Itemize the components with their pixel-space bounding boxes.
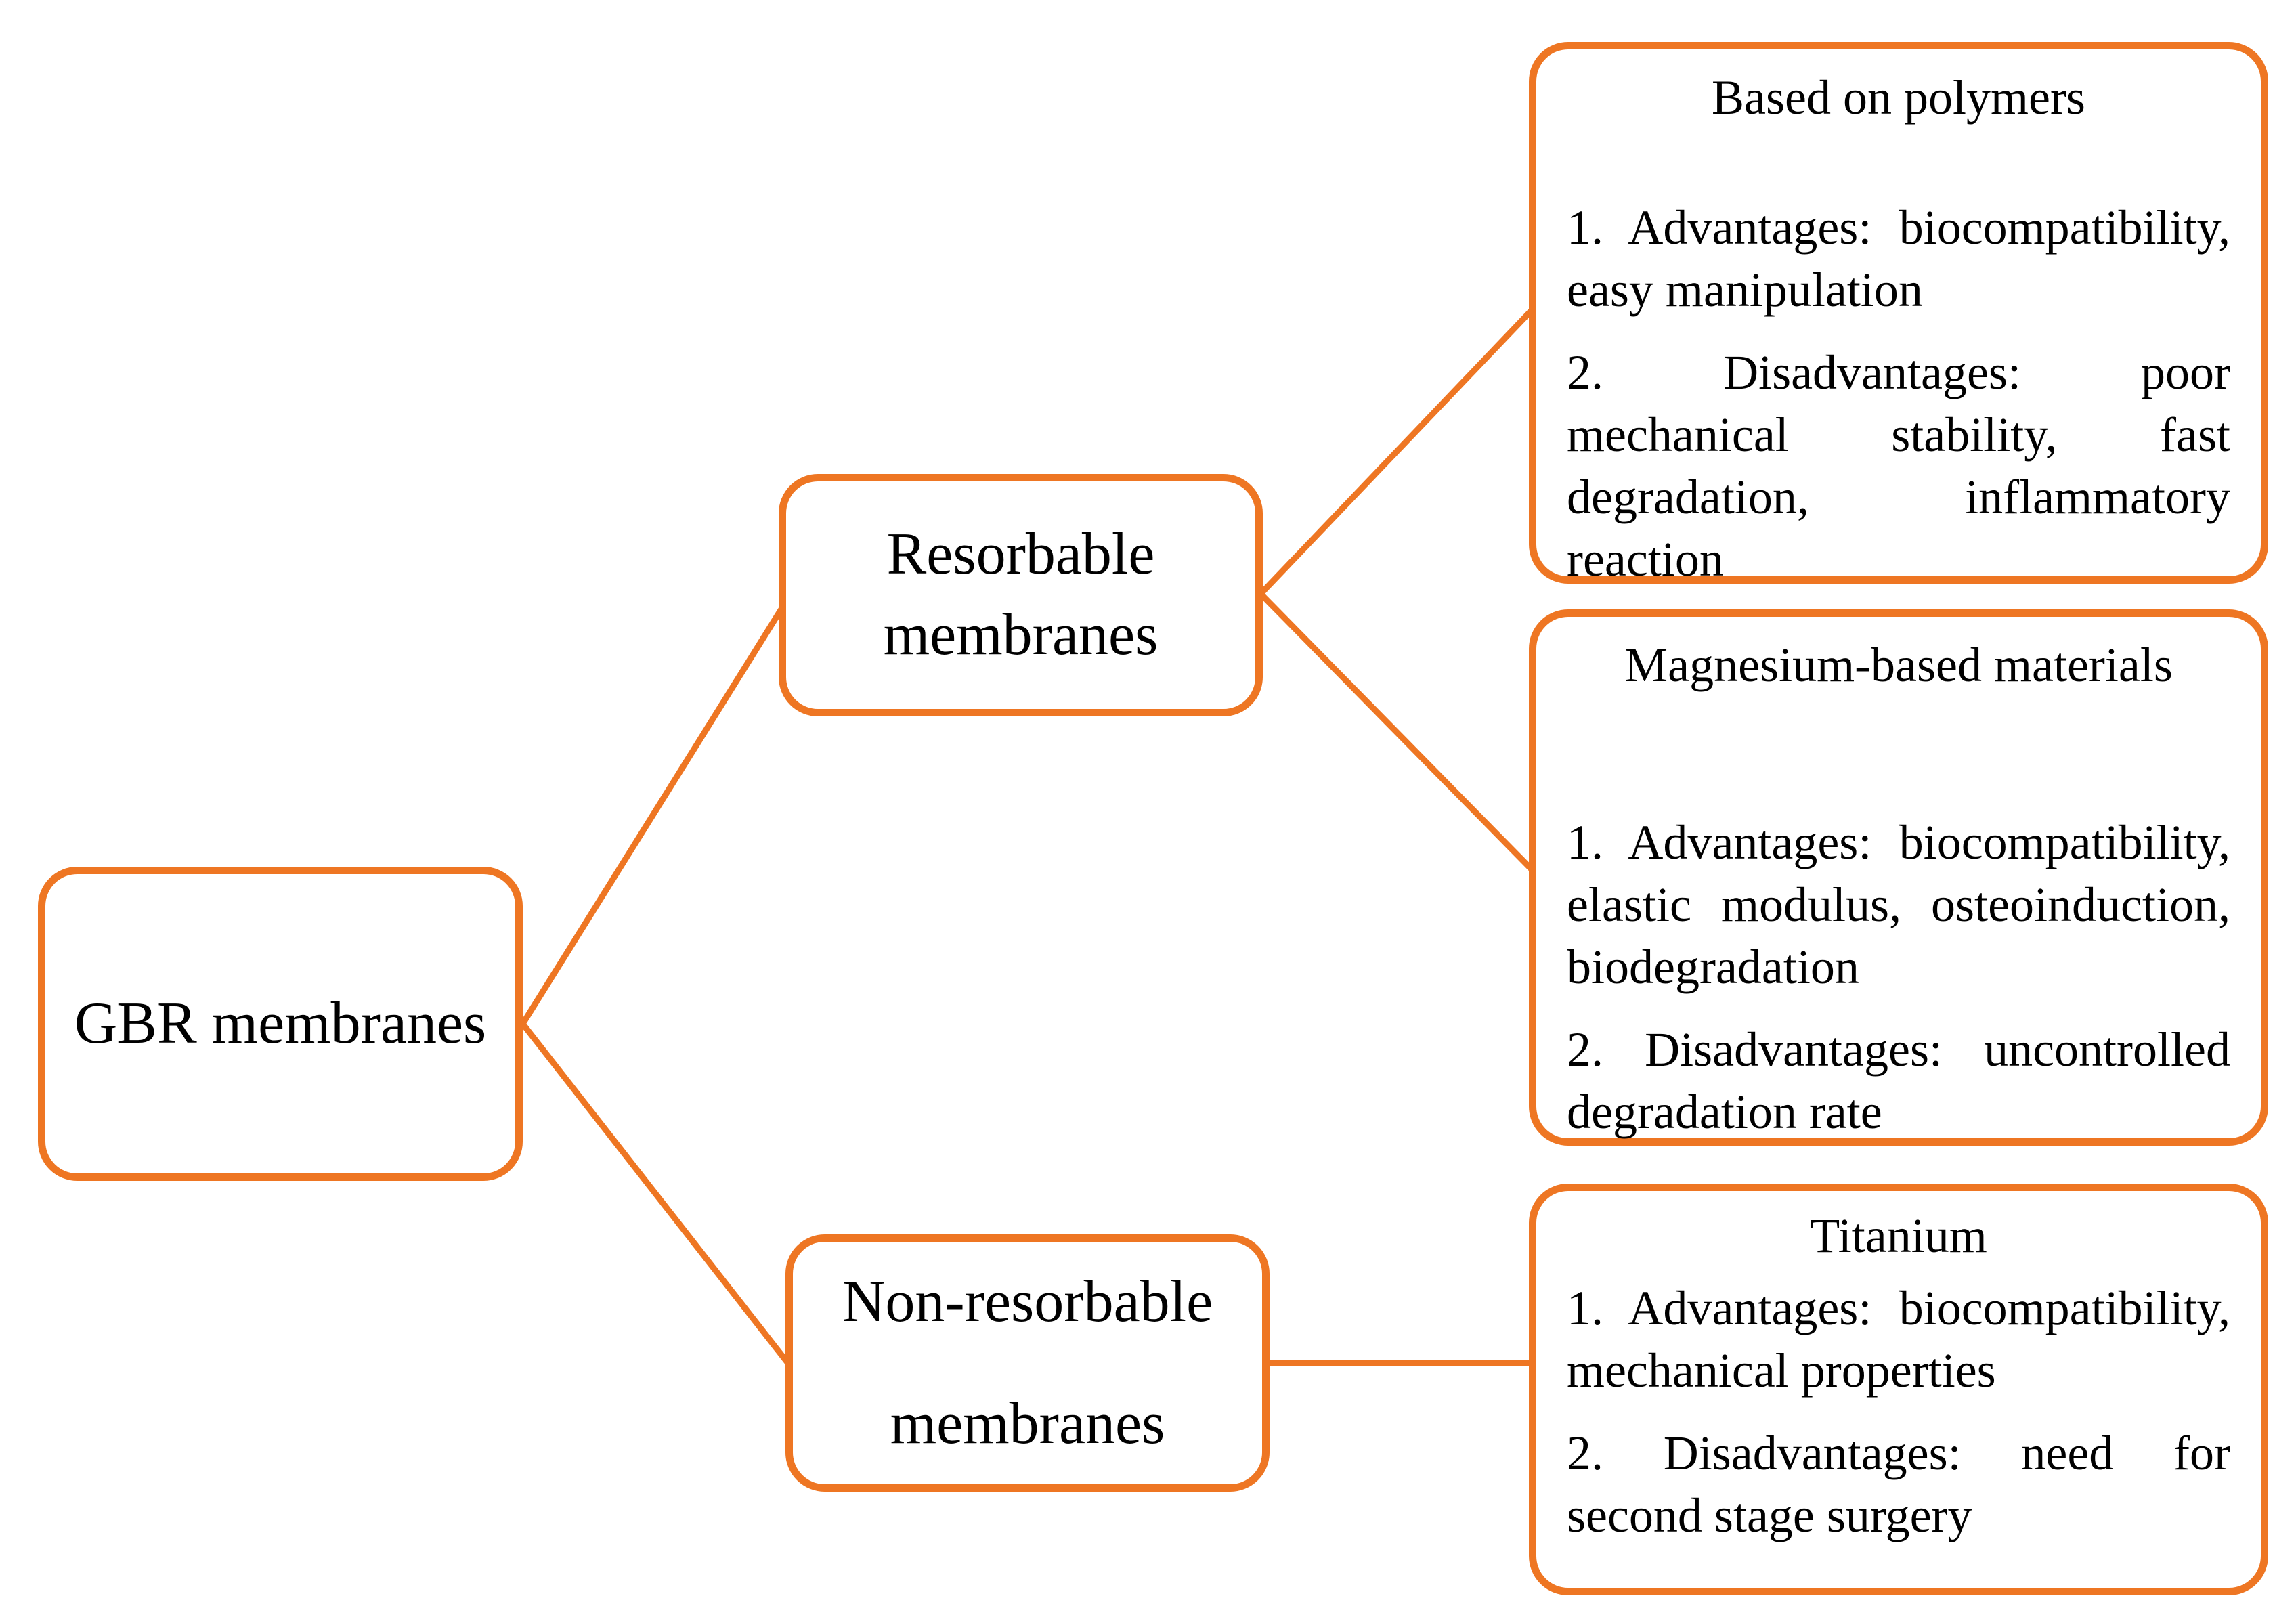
node-magnesium-based-materials: Magnesium-based materials 1. Advantages:…	[1529, 609, 2268, 1146]
node-based-on-polymers-advantages: 1. Advantages: biocompatibility, easy ma…	[1567, 200, 2230, 317]
node-resorbable-membranes-label: Resorbable membranes	[883, 521, 1158, 668]
connector-gbr-nonresorbable	[519, 1020, 798, 1375]
node-gbr-membranes-label: GBR membranes	[74, 990, 487, 1056]
node-non-resorbable-membranes: Non-resorbable membranes	[785, 1234, 1270, 1492]
connector-resorbable-polymers	[1257, 303, 1539, 597]
node-based-on-polymers-disadvantages: 2. Disadvantages: poor mechanical stabil…	[1567, 345, 2230, 586]
node-magnesium-based-materials-advantages: 1. Advantages: biocompatibility, elastic…	[1567, 815, 2230, 994]
node-magnesium-based-materials-title: Magnesium-based materials	[1624, 638, 2173, 692]
node-non-resorbable-membranes-label: Non-resorbable membranes	[842, 1268, 1213, 1456]
node-based-on-polymers: Based on polymers 1. Advantages: biocomp…	[1529, 42, 2268, 586]
node-magnesium-based-materials-disadvantages: 2. Disadvantages: uncontrolled degradati…	[1567, 1022, 2230, 1139]
node-titanium: Titanium 1. Advantages: biocompatibility…	[1529, 1184, 2268, 1595]
node-gbr-membranes: GBR membranes	[38, 867, 523, 1181]
node-resorbable-membranes: Resorbable membranes	[779, 474, 1263, 716]
node-titanium-title: Titanium	[1810, 1209, 1987, 1263]
connector-gbr-resorbable	[519, 596, 791, 1027]
node-based-on-polymers-title: Based on polymers	[1712, 70, 2085, 125]
connector-resorbable-magnesium	[1257, 590, 1539, 877]
node-titanium-advantages: 1. Advantages: biocompatibility, mechani…	[1567, 1281, 2230, 1398]
node-titanium-disadvantages: 2. Disadvantages: need for second stage …	[1567, 1426, 2230, 1542]
